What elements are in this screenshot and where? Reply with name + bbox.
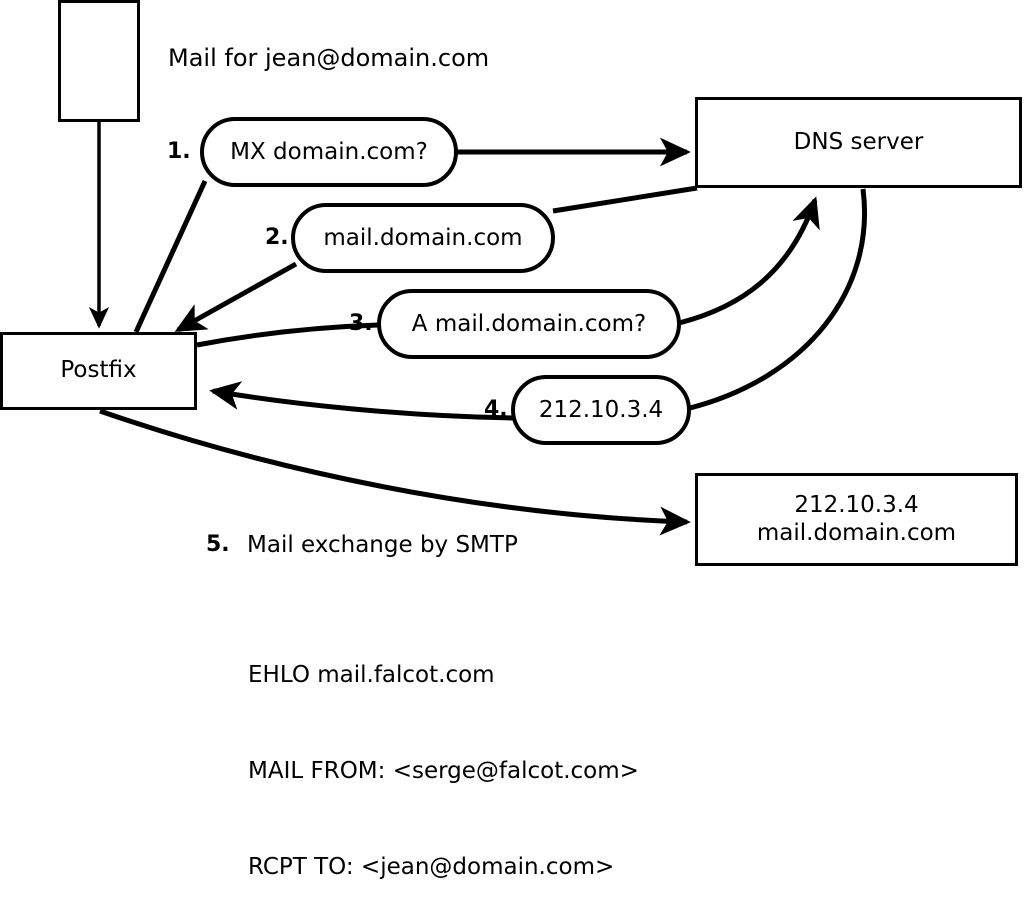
connector-dns-to-answer-bubble — [689, 188, 867, 411]
step-3-label: A mail.domain.com? — [411, 311, 647, 337]
step-2-pill: mail.domain.com — [291, 203, 555, 273]
connector-answer-bubble-to-postfix — [209, 381, 514, 421]
step-2-number: 2. — [265, 225, 289, 250]
dns-server-label: DNS server — [793, 128, 924, 155]
destination-mail-server-box: 212.10.3.4 mail.domain.com — [695, 473, 1018, 566]
step-2-label: mail.domain.com — [323, 225, 523, 251]
step-3-number: 3. — [349, 311, 373, 336]
step-4-label: 212.10.3.4 — [538, 397, 664, 423]
smtp-line: EHLO mail.falcot.com — [248, 662, 495, 688]
step-4-pill: 212.10.3.4 — [511, 375, 691, 445]
step-5-number: 5. — [206, 532, 230, 557]
postfix-box: Postfix — [0, 332, 197, 410]
destination-host-label: mail.domain.com — [756, 519, 957, 546]
smtp-line: MAIL FROM: <serge@falcot.com> — [248, 758, 639, 784]
connector-dns-to-reply-bubble — [552, 185, 698, 214]
step-1-pill: MX domain.com? — [200, 117, 458, 187]
sender-client-box — [58, 0, 140, 122]
connector-reply-bubble-to-postfix — [174, 261, 298, 333]
step-3-pill: A mail.domain.com? — [377, 289, 681, 359]
page-title: Mail for jean@domain.com — [168, 44, 490, 72]
smtp-transcript: EHLO mail.falcot.com MAIL FROM: <serge@f… — [248, 595, 639, 919]
step-5-label: Mail exchange by SMTP — [247, 532, 518, 558]
destination-ip-label: 212.10.3.4 — [794, 492, 919, 519]
connector-postfix-to-mx-bubble — [133, 179, 208, 334]
dns-server-box: DNS server — [695, 97, 1022, 188]
postfix-label: Postfix — [60, 357, 137, 384]
smtp-line: RCPT TO: <jean@domain.com> — [248, 854, 615, 880]
step-1-label: MX domain.com? — [230, 139, 428, 165]
step-1-number: 1. — [167, 139, 191, 164]
connector-a-query-bubble-to-dns — [678, 196, 820, 326]
step-4-number: 4. — [484, 397, 508, 422]
